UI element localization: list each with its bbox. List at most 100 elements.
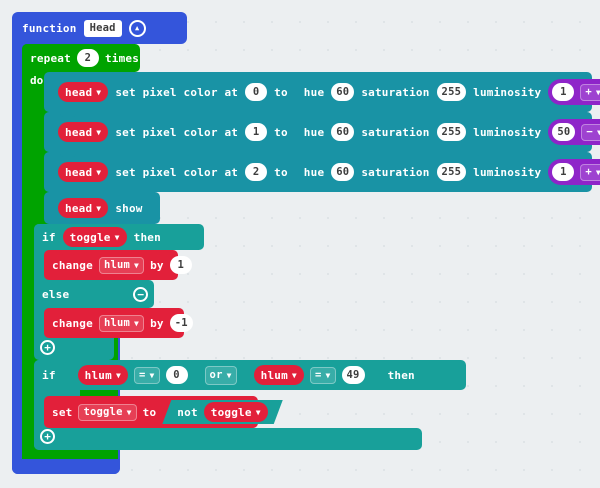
pixel-index-field-0[interactable]: 0 bbox=[245, 83, 268, 101]
target-label-1: head bbox=[65, 125, 93, 139]
change-hlum-plus-content[interactable]: change hlum ▼ by 1 bbox=[44, 250, 192, 280]
repeat-keyword: repeat bbox=[30, 51, 71, 65]
function-keyword: function bbox=[22, 21, 77, 35]
saturation-field-0[interactable]: 255 bbox=[436, 83, 467, 101]
luminosity-label-2: luminosity bbox=[473, 165, 542, 179]
change-amount-field-then[interactable]: 1 bbox=[169, 256, 192, 274]
to-label-2: to bbox=[274, 165, 288, 179]
plus-circle-icon[interactable]: + bbox=[40, 340, 55, 355]
if-bounds-header[interactable]: if hlum ▼ = ▼ 0 or ▼ hlum ▼ = ▼ bbox=[34, 360, 415, 390]
chevron-down-icon: ▼ bbox=[291, 371, 297, 380]
chevron-down-icon: ▼ bbox=[126, 407, 132, 417]
chevron-down-icon: ▼ bbox=[115, 371, 121, 380]
saturation-field-1[interactable]: 255 bbox=[436, 123, 467, 141]
math-operator-dropdown-0[interactable]: + ▼ bbox=[580, 83, 600, 101]
show-block-notch bbox=[60, 192, 76, 197]
if-toggle-notch bbox=[50, 224, 66, 229]
math-block-0[interactable]: 1 + ▼ hlum ▼ bbox=[548, 79, 600, 105]
or-operator-label: or bbox=[209, 369, 223, 381]
set-toggle-notch bbox=[60, 396, 76, 401]
luminosity-label-0: luminosity bbox=[473, 85, 542, 99]
change-variable-label-else: hlum bbox=[103, 317, 131, 329]
comparison-right-operator-label: = bbox=[314, 369, 322, 381]
chevron-down-icon: ▼ bbox=[96, 168, 102, 177]
change-hlum-minus-content[interactable]: change hlum ▼ by -1 bbox=[44, 308, 193, 338]
function-name-field[interactable]: Head bbox=[83, 19, 122, 37]
comparison-left[interactable]: hlum ▼ = ▼ 0 bbox=[65, 363, 201, 387]
change-hlum-minus-notch bbox=[60, 308, 76, 313]
chevron-down-icon: ▼ bbox=[134, 318, 140, 328]
repeat-times-label: times bbox=[104, 51, 140, 65]
hue-field-1[interactable]: 60 bbox=[331, 123, 355, 141]
or-operator-dropdown[interactable]: or ▼ bbox=[204, 365, 237, 385]
chevron-down-icon: ▼ bbox=[226, 370, 232, 380]
target-dropdown-2[interactable]: head ▼ bbox=[58, 162, 109, 182]
set-pixel-row-0[interactable] bbox=[44, 72, 592, 112]
comparison-left-variable[interactable]: hlum ▼ bbox=[78, 365, 128, 385]
target-dropdown-1[interactable]: head ▼ bbox=[58, 122, 109, 142]
set-to-label: to bbox=[142, 405, 157, 419]
change-variable-dropdown-else[interactable]: hlum ▼ bbox=[98, 314, 145, 332]
set-variable-dropdown[interactable]: toggle ▼ bbox=[78, 403, 137, 421]
if-bounds-footer bbox=[34, 428, 422, 450]
set-toggle-content[interactable]: set toggle ▼ to not toggle ▼ bbox=[44, 396, 283, 428]
show-target-dropdown[interactable]: head ▼ bbox=[58, 198, 109, 218]
show-block-content[interactable]: head ▼ show bbox=[44, 192, 143, 224]
math-operator-dropdown-2[interactable]: + ▼ bbox=[580, 163, 600, 181]
math-left-field-0[interactable]: 1 bbox=[552, 83, 575, 101]
if-bounds-then-keyword: then bbox=[387, 368, 415, 382]
set-pixel-row-2[interactable] bbox=[44, 152, 592, 192]
if-condition-variable[interactable]: toggle ▼ bbox=[62, 227, 127, 247]
target-dropdown-0[interactable]: head ▼ bbox=[58, 82, 109, 102]
change-keyword-then: change bbox=[52, 258, 93, 272]
hue-label-2: hue bbox=[303, 165, 325, 179]
comparison-right-value-field[interactable]: 49 bbox=[342, 366, 365, 384]
minus-circle-icon[interactable]: − bbox=[133, 287, 148, 302]
function-header[interactable]: function Head ▲ bbox=[12, 12, 187, 44]
comparison-right-operator[interactable]: = ▼ bbox=[310, 367, 336, 384]
change-variable-dropdown-then[interactable]: hlum ▼ bbox=[98, 256, 145, 274]
math-block-1[interactable]: 50 − ▼ hlum ▼ bbox=[548, 119, 600, 145]
repeat-header[interactable]: repeat 2 times bbox=[22, 44, 139, 72]
pixel-index-field-2[interactable]: 2 bbox=[245, 163, 268, 181]
change-hlum-plus-notch bbox=[60, 250, 76, 255]
if-condition-label: toggle bbox=[69, 230, 111, 244]
chevron-down-icon: ▼ bbox=[595, 87, 600, 97]
comparison-right[interactable]: hlum ▼ = ▼ 49 bbox=[241, 363, 378, 387]
comparison-right-variable[interactable]: hlum ▼ bbox=[254, 365, 304, 385]
repeat-do-label: do bbox=[30, 74, 44, 87]
comparison-left-operator[interactable]: = ▼ bbox=[134, 367, 160, 384]
else-header[interactable]: else bbox=[34, 280, 69, 308]
if-bounds-notch bbox=[50, 360, 66, 365]
set-pixel-row-0-content[interactable]: head ▼ set pixel color at 0 to hue 60 sa… bbox=[44, 72, 600, 112]
chevron-up-icon[interactable]: ▲ bbox=[128, 19, 146, 37]
set-pixel-row-1-notch bbox=[60, 112, 76, 117]
set-pixel-row-0-notch bbox=[60, 72, 76, 77]
set-keyword: set bbox=[52, 405, 73, 419]
not-operand-variable[interactable]: toggle ▼ bbox=[204, 402, 268, 422]
set-pixel-row-1[interactable] bbox=[44, 112, 592, 152]
not-block[interactable]: not toggle ▼ bbox=[162, 400, 282, 424]
chevron-down-icon: ▼ bbox=[134, 260, 140, 270]
comparison-right-variable-label: hlum bbox=[260, 368, 288, 382]
change-amount-field-else[interactable]: -1 bbox=[169, 314, 193, 332]
change-hlum-minus-block[interactable] bbox=[44, 308, 184, 338]
hue-field-2[interactable]: 60 bbox=[331, 163, 355, 181]
math-left-field-2[interactable]: 1 bbox=[552, 163, 575, 181]
math-block-2[interactable]: 1 + ▼ hlum ▼ bbox=[548, 159, 600, 185]
math-left-field-1[interactable]: 50 bbox=[552, 123, 576, 141]
plus-circle-icon-bounds[interactable]: + bbox=[40, 429, 55, 444]
change-hlum-plus-block[interactable] bbox=[44, 250, 178, 280]
repeat-count-field[interactable]: 2 bbox=[76, 49, 99, 67]
if-toggle-header[interactable]: if toggle ▼ then bbox=[34, 224, 161, 250]
set-pixel-row-2-content[interactable]: head ▼ set pixel color at 2 to hue 60 sa… bbox=[44, 152, 600, 192]
set-variable-label: toggle bbox=[83, 406, 123, 418]
comparison-left-value-field[interactable]: 0 bbox=[166, 366, 188, 384]
set-pixel-row-1-content[interactable]: head ▼ set pixel color at 1 to hue 60 sa… bbox=[44, 112, 600, 152]
math-operator-dropdown-1[interactable]: − ▼ bbox=[581, 123, 600, 141]
to-label-1: to bbox=[274, 125, 288, 139]
hue-field-0[interactable]: 60 bbox=[331, 83, 355, 101]
pixel-index-field-1[interactable]: 1 bbox=[245, 123, 268, 141]
saturation-field-2[interactable]: 255 bbox=[436, 163, 467, 181]
